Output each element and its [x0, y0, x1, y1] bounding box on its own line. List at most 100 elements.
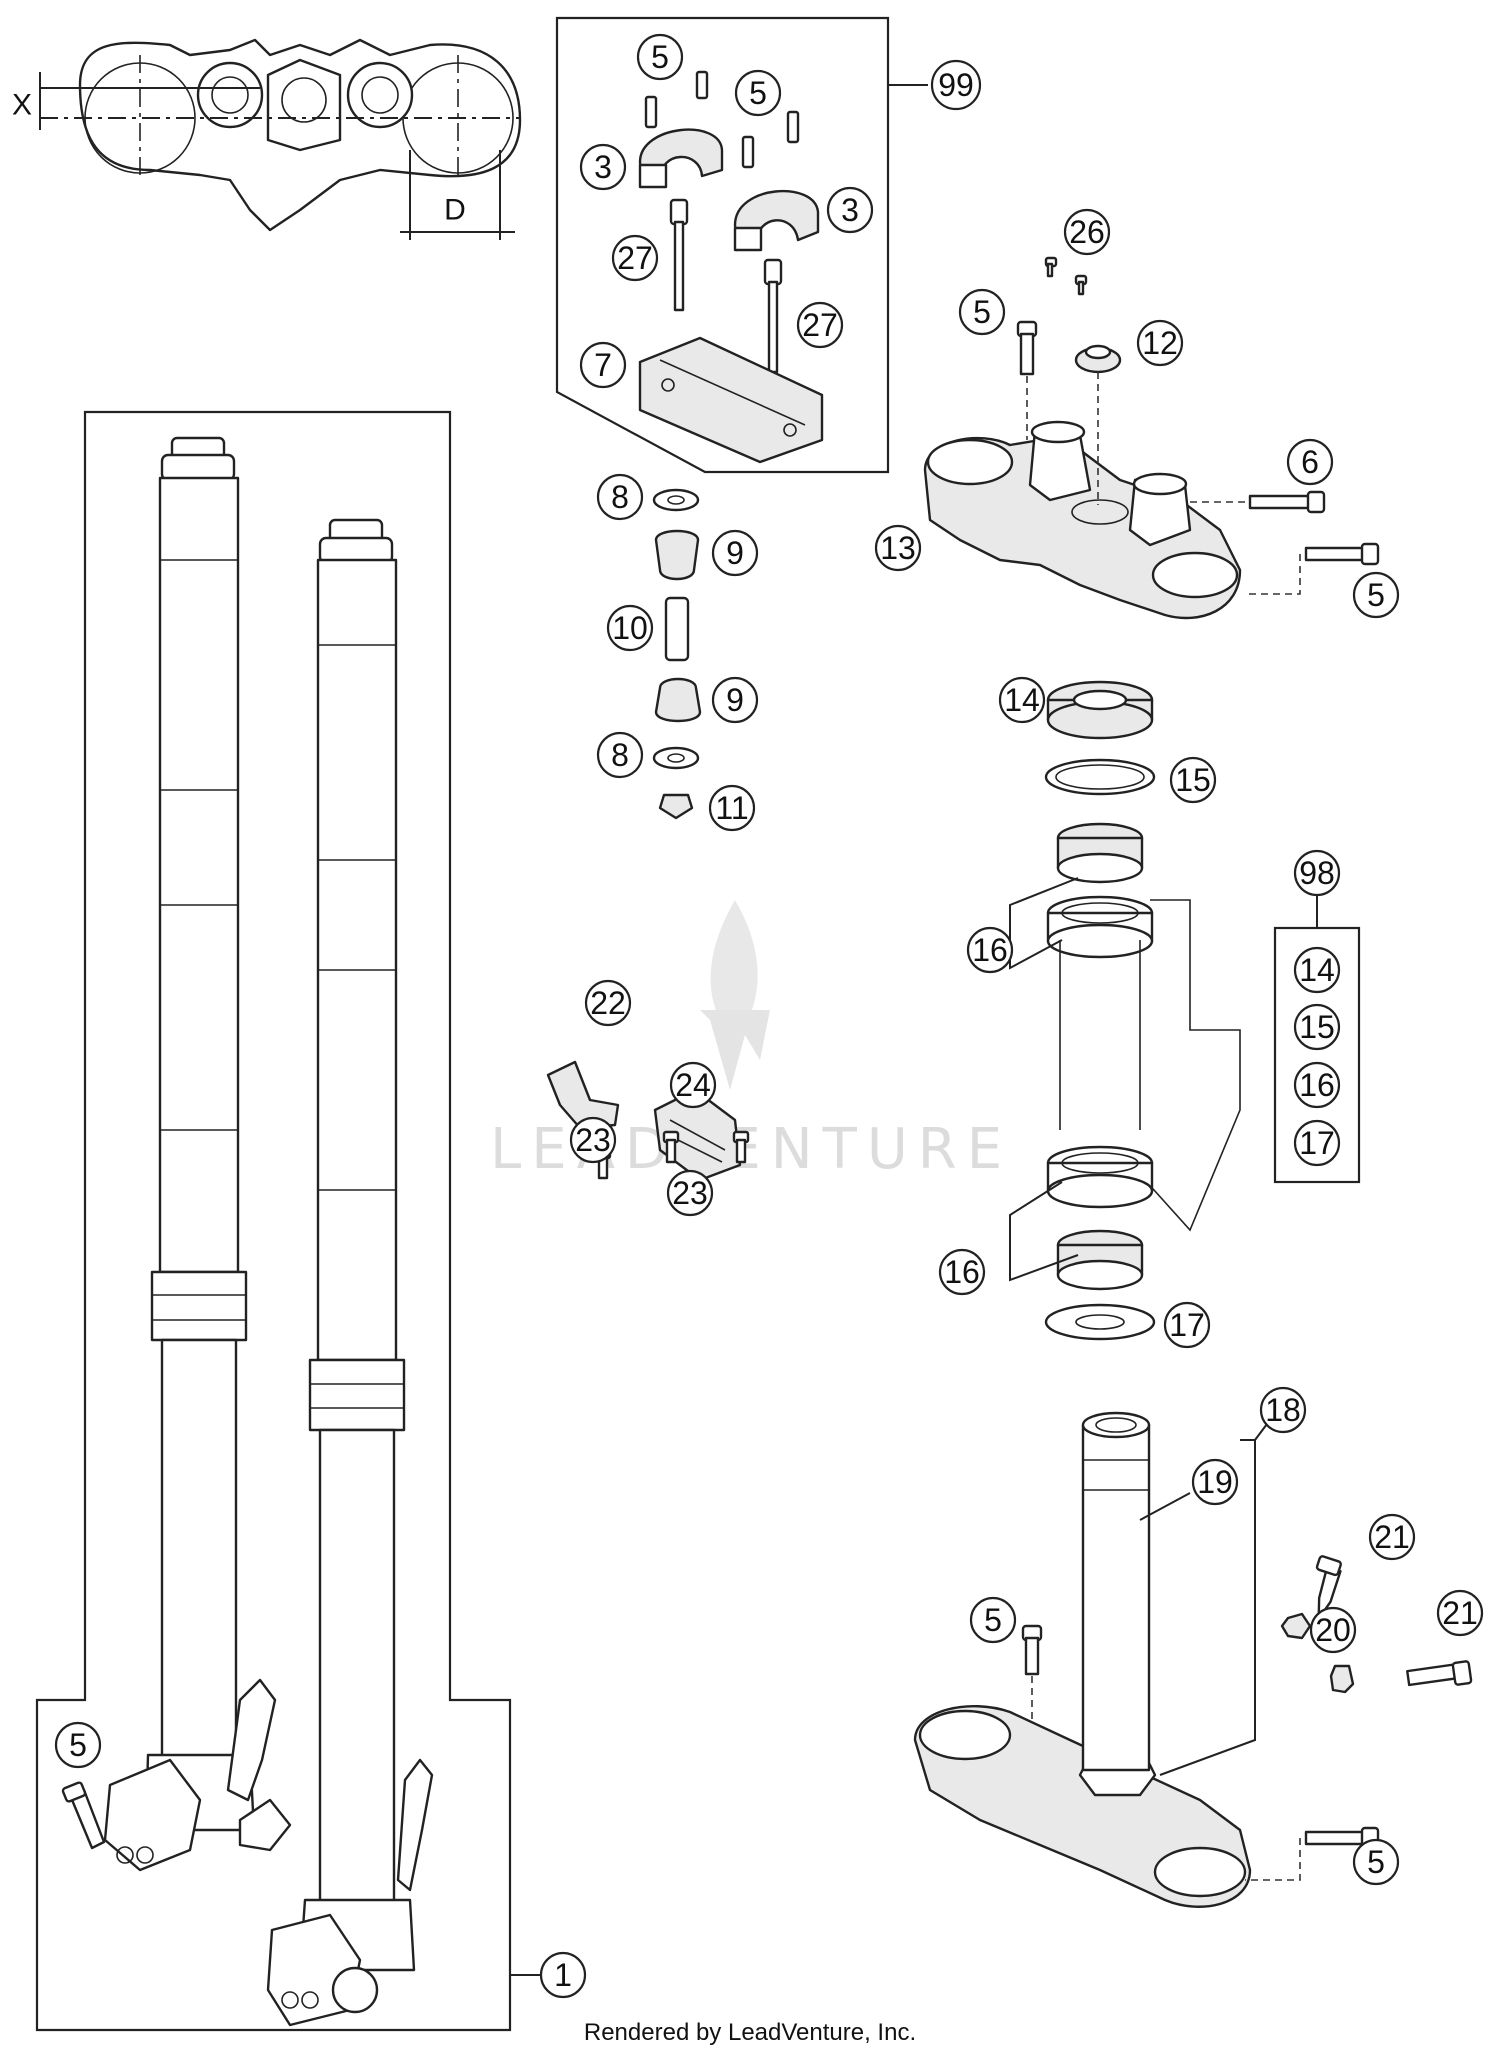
callout-13[interactable]: 13 — [874, 524, 922, 572]
svg-text:7: 7 — [594, 347, 612, 383]
callout-16-kit[interactable]: 16 — [1293, 1061, 1341, 1109]
callout-14[interactable]: 14 — [998, 676, 1046, 724]
fork-guard-parts — [546, 1060, 750, 1182]
callout-27-left[interactable]: 27 — [611, 234, 659, 282]
callout-8-lower[interactable]: 8 — [596, 731, 644, 779]
callout-23-right[interactable]: 23 — [666, 1169, 714, 1217]
callout-7[interactable]: 7 — [579, 341, 627, 389]
watermark-lv-logo — [700, 1010, 770, 1090]
callout-9-upper[interactable]: 9 — [711, 529, 759, 577]
callout-5-kit-left[interactable]: 5 — [636, 33, 684, 81]
callout-20[interactable]: 20 — [1309, 1606, 1357, 1654]
svg-text:16: 16 — [972, 932, 1008, 968]
callout-21-upper[interactable]: 21 — [1368, 1513, 1416, 1561]
svg-text:20: 20 — [1315, 1612, 1351, 1648]
callout-3-right[interactable]: 3 — [826, 186, 874, 234]
fork-clamp-bolt — [61, 1781, 106, 1850]
callout-9-lower[interactable]: 9 — [711, 676, 759, 724]
callout-16-lower[interactable]: 16 — [938, 1248, 986, 1296]
callout-5-lower-clamp-top[interactable]: 5 — [969, 1596, 1017, 1644]
svg-text:5: 5 — [1367, 1844, 1385, 1880]
callout-15-kit[interactable]: 15 — [1293, 1003, 1341, 1051]
footer-credit: Rendered by LeadVenture, Inc. — [584, 2019, 916, 2046]
callout-15[interactable]: 15 — [1169, 756, 1217, 804]
handlebar-clamp-kit-parts — [638, 70, 824, 464]
callout-16-upper[interactable]: 16 — [966, 926, 1014, 974]
callout-1[interactable]: 1 — [539, 1951, 587, 1999]
svg-text:11: 11 — [715, 790, 748, 826]
handlebar-clamp-kit-bracket — [555, 16, 890, 474]
svg-text:14: 14 — [1004, 682, 1040, 718]
svg-text:27: 27 — [617, 240, 653, 276]
callout-10[interactable]: 10 — [606, 604, 654, 652]
callout-22[interactable]: 22 — [584, 979, 632, 1027]
svg-text:3: 3 — [594, 149, 612, 185]
handlebar-rubber-mount-stack — [652, 488, 702, 820]
svg-text:5: 5 — [69, 1727, 87, 1763]
callout-17-kit[interactable]: 17 — [1293, 1119, 1341, 1167]
svg-text:1: 1 — [554, 1957, 572, 1993]
svg-text:21: 21 — [1374, 1519, 1410, 1555]
callout-24[interactable]: 24 — [669, 1061, 717, 1109]
left-fork-leg — [103, 436, 292, 1872]
right-fork-leg — [266, 518, 434, 2027]
svg-text:10: 10 — [612, 610, 648, 646]
callout-14-kit[interactable]: 14 — [1293, 946, 1341, 994]
svg-text:17: 17 — [1169, 1307, 1205, 1343]
callout-26[interactable]: 26 — [1063, 208, 1111, 256]
svg-text:15: 15 — [1299, 1009, 1335, 1045]
callout-19[interactable]: 19 — [1191, 1458, 1239, 1506]
svg-text:17: 17 — [1299, 1125, 1335, 1161]
svg-text:8: 8 — [611, 479, 629, 515]
svg-text:5: 5 — [749, 75, 767, 111]
callout-5-upper-clamp-side[interactable]: 5 — [1352, 571, 1400, 619]
watermark-text: LEADVENTURE — [490, 1117, 1012, 1182]
fork-assembly-bracket — [35, 410, 512, 2032]
svg-text:9: 9 — [726, 535, 744, 571]
watermark-flame-logo — [710, 900, 758, 1040]
svg-text:3: 3 — [841, 192, 859, 228]
callout-8-upper[interactable]: 8 — [596, 473, 644, 521]
callout-5-fork-bottom[interactable]: 5 — [54, 1721, 102, 1769]
svg-text:5: 5 — [651, 39, 669, 75]
svg-text:5: 5 — [973, 294, 991, 330]
svg-text:98: 98 — [1299, 855, 1335, 891]
svg-text:15: 15 — [1175, 762, 1211, 798]
callout-17[interactable]: 17 — [1163, 1301, 1211, 1349]
svg-text:9: 9 — [726, 682, 744, 718]
svg-text:27: 27 — [802, 307, 838, 343]
svg-text:5: 5 — [1367, 577, 1385, 613]
upper-triple-clamp — [923, 256, 1380, 620]
dimension-d-label: D — [444, 194, 466, 227]
lower-triple-clamp-with-stem — [913, 1411, 1473, 1908]
svg-text:19: 19 — [1197, 1464, 1233, 1500]
svg-text:99: 99 — [938, 67, 974, 103]
dimension-x-label: X — [12, 89, 32, 122]
callout-12[interactable]: 12 — [1136, 319, 1184, 367]
callout-21-lower[interactable]: 21 — [1436, 1589, 1484, 1637]
svg-text:18: 18 — [1265, 1392, 1301, 1428]
svg-text:16: 16 — [1299, 1067, 1335, 1103]
watermark: LEADVENTURE — [490, 900, 1012, 1182]
callout-23-left[interactable]: 23 — [569, 1116, 617, 1164]
svg-text:23: 23 — [575, 1122, 611, 1158]
callout-5-upper-clamp-top[interactable]: 5 — [958, 288, 1006, 336]
callout-11[interactable]: 11 — [708, 784, 756, 832]
svg-text:8: 8 — [611, 737, 629, 773]
svg-text:12: 12 — [1142, 325, 1178, 361]
callout-5-kit-right[interactable]: 5 — [734, 69, 782, 117]
callout-27-right[interactable]: 27 — [796, 301, 844, 349]
svg-text:5: 5 — [984, 1602, 1002, 1638]
steering-bearing-stack — [1009, 680, 1241, 1341]
callout-6[interactable]: 6 — [1286, 438, 1334, 486]
callout-99[interactable]: 99 — [930, 59, 982, 111]
callout-3-left[interactable]: 3 — [579, 143, 627, 191]
callout-5-lower-clamp-side[interactable]: 5 — [1352, 1838, 1400, 1886]
svg-text:23: 23 — [672, 1175, 708, 1211]
top-clamp-dimension-view: X D — [12, 38, 522, 240]
svg-text:22: 22 — [590, 985, 626, 1021]
callout-98[interactable]: 98 — [1293, 849, 1341, 897]
svg-text:14: 14 — [1299, 952, 1335, 988]
callout-18[interactable]: 18 — [1259, 1386, 1307, 1434]
